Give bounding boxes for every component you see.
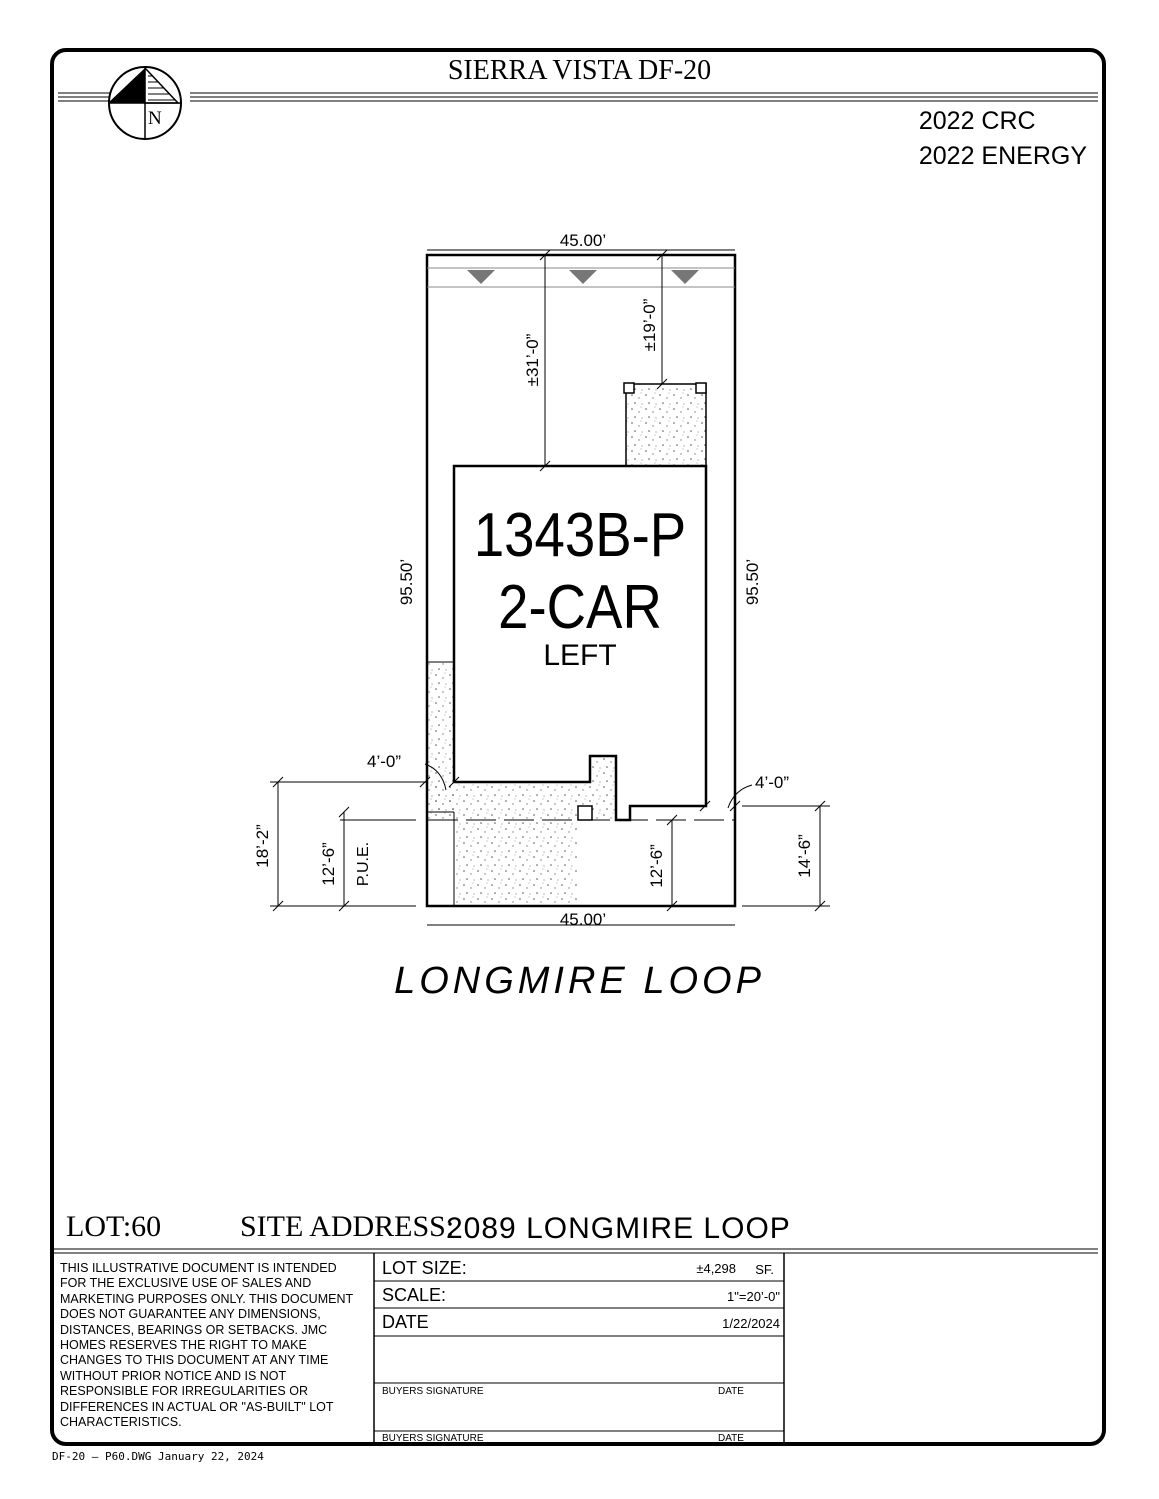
scale-label: SCALE: xyxy=(382,1285,447,1305)
driveway-concrete xyxy=(428,756,616,905)
code-crc: 2022 CRC xyxy=(918,107,1036,135)
date-label: DATE xyxy=(382,1312,429,1332)
signature-date-2-label: DATE xyxy=(718,1433,744,1444)
dim-top-width: 45.00’ xyxy=(560,231,606,250)
title-block-lines xyxy=(54,1248,1098,1446)
house-footprint xyxy=(452,464,708,822)
title-rule-left xyxy=(58,92,110,102)
dim-rear-left: 18’-2” xyxy=(253,824,272,868)
dim-side-left: 4’-0” xyxy=(367,752,401,771)
street-name: LONGMIRE LOOP xyxy=(394,960,765,1002)
plan-orientation: LEFT xyxy=(543,639,617,672)
north-arrow-icon xyxy=(108,66,182,140)
dim-side-right: 4’-0” xyxy=(755,773,789,792)
dim-right-depth: 95.50’ xyxy=(743,559,762,605)
buyers-signature-2-label: BUYERS SIGNATURE xyxy=(382,1433,484,1444)
site-address-label: SITE ADDRESS: xyxy=(240,1210,455,1243)
plan-model: 1343B-P xyxy=(473,501,687,570)
dim-front-setback-rear: ±19’-0” xyxy=(640,298,659,351)
code-energy: 2022 ENERGY xyxy=(918,142,1087,170)
dim-rear-right: 14’-6” xyxy=(795,834,814,878)
dim-front-setback-main: ±31’-0” xyxy=(523,333,542,386)
dim-pue-depth: 12’-6” xyxy=(319,842,338,886)
porch-concrete xyxy=(625,383,707,467)
lot-size-unit: SF. xyxy=(755,1262,774,1277)
dim-rear-mid: 12’-6” xyxy=(647,844,666,888)
lot-number: LOT:60 xyxy=(66,1210,162,1243)
lot-size-value: ±4,298 xyxy=(696,1261,736,1276)
date-value: 1/22/2024 xyxy=(722,1316,780,1331)
dim-left-depth: 95.50’ xyxy=(397,559,416,605)
site-address-value: 2089 LONGMIRE LOOP xyxy=(446,1212,791,1245)
scale-value: 1"=20’-0" xyxy=(727,1289,780,1304)
lot-size-label: LOT SIZE: xyxy=(382,1258,467,1278)
page-title: SIERRA VISTA DF-20 xyxy=(447,55,712,86)
front-sidewalk xyxy=(427,267,735,288)
title-rule-right xyxy=(190,92,1098,102)
drawing-frame xyxy=(50,48,1106,1446)
pue-label: P.U.E. xyxy=(355,842,372,886)
disclaimer: THIS ILLUSTRATIVE DOCUMENT IS INTENDED F… xyxy=(60,1261,353,1430)
utility-markers xyxy=(467,270,699,284)
plan-garage: 2-CAR xyxy=(498,573,662,642)
lot-boundary xyxy=(425,253,737,908)
buyers-signature-1-label: BUYERS SIGNATURE xyxy=(382,1386,484,1397)
dim-bottom-width: 45.00’ xyxy=(560,910,606,929)
north-label: N xyxy=(148,108,162,129)
building-codes: 2022 CRC 2022 ENERGY xyxy=(919,104,1087,174)
file-footer: DF-20 – P60.DWG January 22, 2024 xyxy=(52,1450,264,1463)
signature-date-1-label: DATE xyxy=(718,1386,744,1397)
